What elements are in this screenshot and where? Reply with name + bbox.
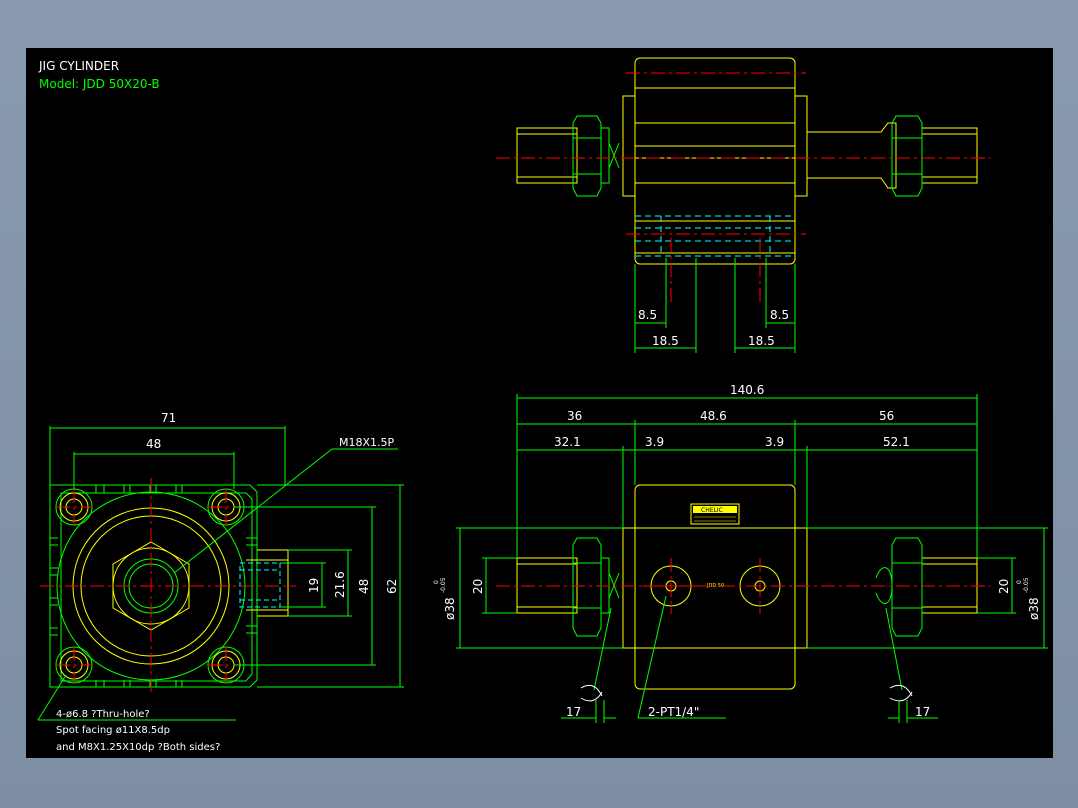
top-view-body bbox=[516, 57, 978, 265]
top-dim-right: 18.5 bbox=[748, 334, 775, 348]
front-view: 71 48 M18X1.5P 62 48 21.6 19 4-ø6.8 ?Thr… bbox=[37, 411, 404, 753]
top-view-hidden bbox=[635, 215, 795, 257]
front-dim-width: 71 bbox=[161, 411, 176, 425]
side-dim-boss-right: ø38 bbox=[1027, 597, 1041, 620]
note-holes: 4-ø6.8 ?Thru-hole? bbox=[56, 709, 150, 720]
side-dim-mid: 48.6 bbox=[700, 409, 727, 423]
side-tol-left-lower: -0.05 bbox=[440, 577, 447, 593]
side-tol-left-upper: 0 bbox=[433, 580, 440, 584]
front-dim-height: 62 bbox=[385, 579, 399, 594]
front-dim-port-inner: 19 bbox=[307, 578, 321, 593]
note-tap: and M8X1.25X10dp ?Both sides? bbox=[56, 742, 220, 753]
side-view-body bbox=[516, 484, 978, 690]
side-dim-right-rod: 52.1 bbox=[883, 435, 910, 449]
front-view-centerlines bbox=[40, 478, 296, 696]
cad-drawing[interactable]: JIG CYLINDER Model: JDD 50X20-B bbox=[26, 48, 1053, 758]
port-callout: 2-PT1/4" bbox=[648, 705, 699, 719]
front-dim-bolt-pitch: 48 bbox=[146, 437, 161, 451]
side-dim-left-rod: 32.1 bbox=[554, 435, 581, 449]
side-tol-right-lower: -0.05 bbox=[1023, 577, 1030, 593]
top-view-dimensions bbox=[634, 258, 796, 353]
top-view: 8.5 8.5 18.5 18.5 bbox=[496, 57, 991, 353]
side-view-dimensions bbox=[456, 394, 1048, 723]
wrench-right: 17 bbox=[915, 705, 930, 719]
model-label: Model: JDD 50X20-B bbox=[39, 77, 160, 91]
side-view-centerlines bbox=[496, 558, 991, 614]
side-dim-right: 56 bbox=[879, 409, 894, 423]
side-dim-rod-dia-left: 20 bbox=[471, 579, 485, 594]
side-dim-right-gap: 3.9 bbox=[765, 435, 784, 449]
front-view-hidden-port bbox=[239, 562, 281, 608]
cad-viewport[interactable]: JIG CYLINDER Model: JDD 50X20-B bbox=[26, 48, 1053, 758]
thread-callout: M18X1.5P bbox=[339, 436, 395, 449]
note-spot-facing: Spot facing ø11X8.5dp bbox=[56, 725, 170, 736]
side-view-nuts bbox=[572, 537, 923, 637]
top-view-centerlines bbox=[496, 72, 991, 306]
front-dim-port-outer: 21.6 bbox=[333, 571, 347, 598]
top-view-nuts bbox=[572, 115, 923, 197]
side-tol-right-upper: 0 bbox=[1016, 580, 1023, 584]
side-dim-left: 36 bbox=[567, 409, 582, 423]
drawing-title: JIG CYLINDER bbox=[38, 59, 119, 73]
product-label: CHELIC bbox=[690, 503, 740, 525]
wrench-left: 17 bbox=[566, 705, 581, 719]
top-dim-left: 18.5 bbox=[652, 334, 679, 348]
top-dim-right-small: 8.5 bbox=[770, 308, 789, 322]
side-view: CHELIC JDD 50 bbox=[433, 383, 1048, 723]
front-view-dimensions bbox=[37, 426, 404, 721]
label-brand: CHELIC bbox=[701, 507, 723, 514]
front-view-notches bbox=[50, 485, 257, 687]
front-dim-bolt-pitch-v: 48 bbox=[357, 579, 371, 594]
side-dim-overall: 140.6 bbox=[730, 383, 764, 397]
top-dim-left-small: 8.5 bbox=[638, 308, 657, 322]
side-dim-rod-dia-right: 20 bbox=[997, 579, 1011, 594]
side-dim-left-gap: 3.9 bbox=[645, 435, 664, 449]
side-dim-boss-left: ø38 bbox=[443, 597, 457, 620]
